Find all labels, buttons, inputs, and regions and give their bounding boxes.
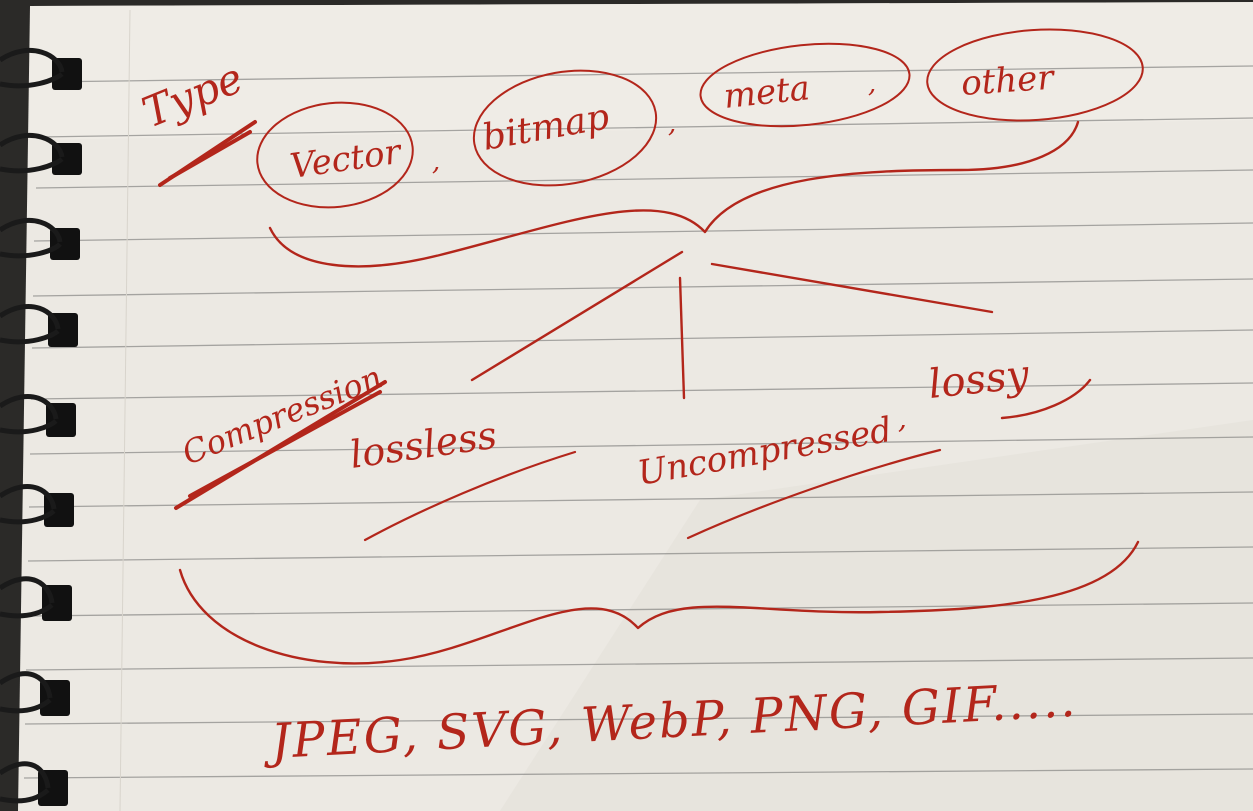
upper-brace [268, 120, 1080, 268]
lossy-underline [1000, 378, 1092, 420]
spiral-binding [0, 48, 82, 806]
comma-4: , [898, 402, 907, 435]
lossless-underline [363, 450, 577, 542]
compression-lossy: lossy [926, 352, 1032, 408]
comma-1: , [432, 147, 440, 177]
margin-line [119, 9, 131, 811]
branch-lines [470, 250, 994, 400]
compression-underline [174, 380, 387, 510]
lower-brace [178, 540, 1140, 665]
comma-3: , [868, 69, 876, 99]
ruled-lines [23, 65, 1253, 779]
type-other: other [960, 58, 1057, 104]
type-underline [158, 120, 257, 187]
comma-2: , [668, 109, 676, 139]
uncompressed-underline [686, 448, 942, 540]
type-ellipses [256, 28, 1144, 209]
type-meta: meta [722, 68, 812, 117]
